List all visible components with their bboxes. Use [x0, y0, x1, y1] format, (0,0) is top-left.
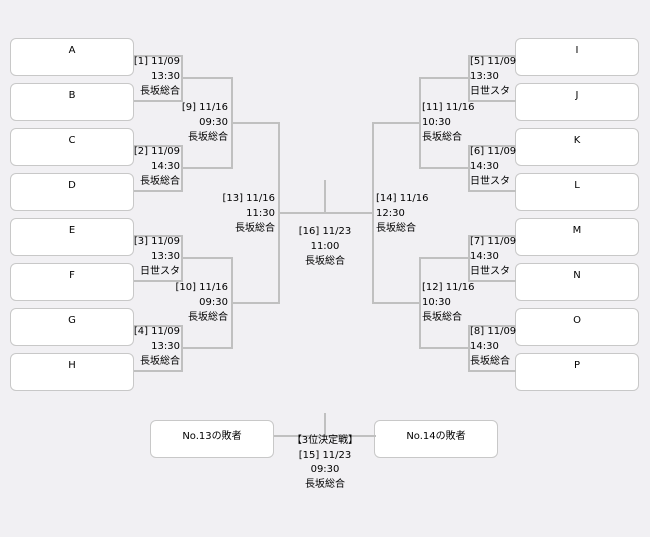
bracket-line: [134, 235, 183, 237]
third-place-left-box: No.13の敗者: [150, 420, 274, 458]
bracket-line: [324, 413, 326, 436]
bracket-line: [181, 77, 233, 79]
bracket-line: [468, 145, 516, 147]
bracket-line: [468, 100, 516, 102]
team-box: M: [515, 218, 639, 256]
bracket-line: [181, 257, 233, 259]
team-box: P: [515, 353, 639, 391]
team-box: G: [10, 308, 134, 346]
team-box: N: [515, 263, 639, 301]
bracket-line: [468, 145, 470, 192]
bracket-line: [468, 370, 516, 372]
bracket-line: [468, 325, 516, 327]
bracket-line: [181, 167, 233, 169]
bracket-line: [134, 190, 183, 192]
bracket-line: [372, 302, 421, 304]
team-box: F: [10, 263, 134, 301]
bracket-line: [278, 212, 374, 214]
bracket-line: [468, 325, 470, 372]
team-box: K: [515, 128, 639, 166]
bracket-line: [468, 235, 470, 282]
team-box: I: [515, 38, 639, 76]
bracket-line: [231, 302, 280, 304]
team-box: E: [10, 218, 134, 256]
bracket-line: [419, 77, 421, 169]
bracket-line: [419, 77, 471, 79]
bracket-line: [134, 100, 183, 102]
team-box: H: [10, 353, 134, 391]
bracket-line: [181, 347, 233, 349]
bracket-line: [134, 55, 183, 57]
bracket-line: [468, 280, 516, 282]
bracket-line: [419, 167, 471, 169]
team-box: L: [515, 173, 639, 211]
bracket-line: [419, 347, 471, 349]
bracket-line: [468, 190, 516, 192]
bracket-line: [231, 122, 280, 124]
team-box: C: [10, 128, 134, 166]
bracket-line: [134, 325, 183, 327]
bracket-line: [468, 235, 516, 237]
third-place-right-box: No.14の敗者: [374, 420, 498, 458]
team-box: O: [515, 308, 639, 346]
bracket-line: [468, 55, 516, 57]
bracket-line: [134, 280, 183, 282]
team-box: D: [10, 173, 134, 211]
bracket-line: [419, 257, 421, 349]
bracket-line: [324, 180, 326, 213]
bracket-line: [372, 122, 421, 124]
bracket-line: [134, 370, 183, 372]
team-box: J: [515, 83, 639, 121]
bracket-line: [134, 145, 183, 147]
bracket-line: [274, 435, 376, 437]
bracket-line: [372, 122, 374, 304]
bracket-line: [468, 55, 470, 102]
bracket-line: [419, 257, 471, 259]
team-box: B: [10, 83, 134, 121]
team-box: A: [10, 38, 134, 76]
